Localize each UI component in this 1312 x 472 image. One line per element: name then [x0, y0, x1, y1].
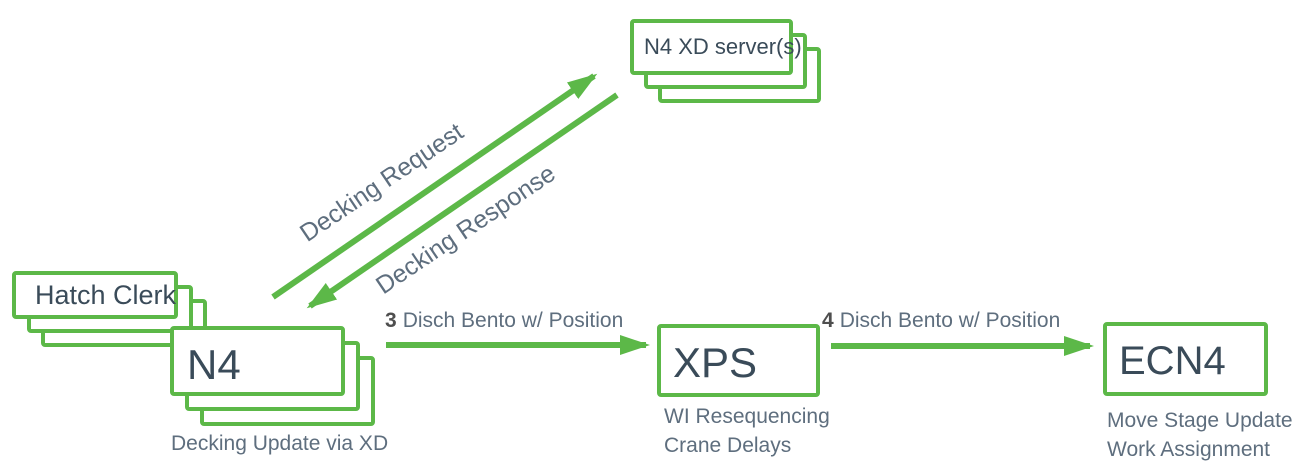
decking-response-arrow [306, 92, 619, 309]
xps-caption: WI Resequencing Crane Delays [664, 402, 830, 460]
ecn4-caption-line1: Move Stage Update [1107, 409, 1293, 432]
decking-request-arrow [271, 73, 598, 300]
node-hatch-clerk-label: Hatch Clerk [35, 279, 177, 310]
n4-caption: Decking Update via XD [171, 432, 389, 455]
step-number-4: 4 [822, 309, 834, 332]
node-hatch-clerk: Hatch Clerk [12, 271, 178, 319]
ecn4-caption: Move Stage Update Work Assignment [1107, 406, 1293, 464]
node-n4: N4 [170, 326, 345, 396]
xps-caption-line2: Crane Delays [664, 434, 792, 457]
node-ecn4: ECN4 [1103, 322, 1268, 396]
node-n4-xd-servers-label: N4 XD server(s) [644, 34, 802, 59]
node-xps-label: XPS [673, 338, 758, 386]
node-n4-label: N4 [187, 341, 241, 388]
node-ecn4-label: ECN4 [1119, 338, 1226, 383]
node-xps: XPS [657, 324, 820, 397]
disch-bento-3-text: Disch Bento w/ Position [402, 309, 624, 332]
step-number-3: 3 [385, 309, 397, 332]
node-n4-xd-servers: N4 XD server(s) [630, 19, 802, 75]
xps-caption-line1: WI Resequencing [664, 405, 830, 428]
disch-bento-4-text: Disch Bento w/ Position [839, 309, 1061, 332]
ecn4-caption-line2: Work Assignment [1107, 438, 1271, 461]
